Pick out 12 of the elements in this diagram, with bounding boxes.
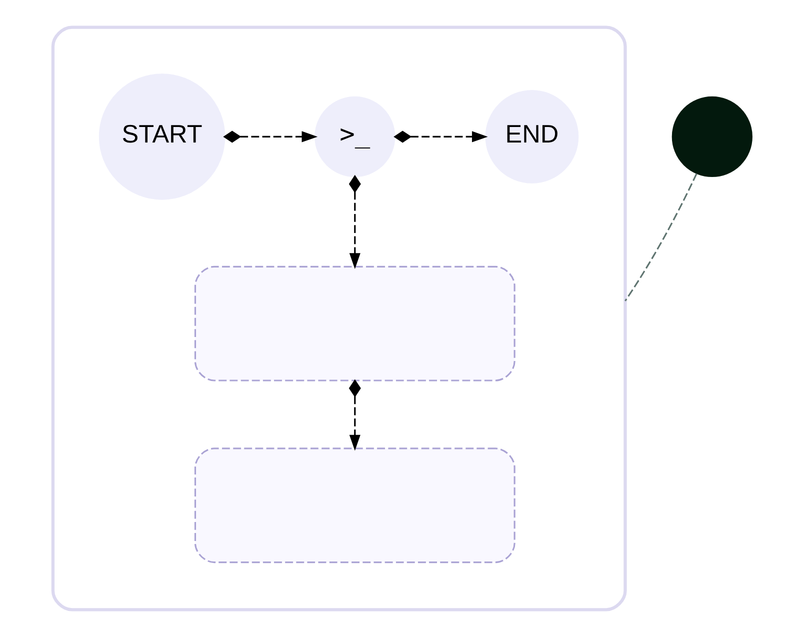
node-box xyxy=(194,266,515,382)
arrow xyxy=(393,130,488,143)
connector xyxy=(624,173,697,302)
cluster xyxy=(50,26,626,612)
arrow xyxy=(348,174,360,269)
arrow xyxy=(222,130,318,143)
arrow xyxy=(348,379,360,451)
node-box xyxy=(194,448,515,564)
node-circle: >_ xyxy=(314,96,395,178)
node-circle xyxy=(671,96,752,178)
node-circle: END xyxy=(484,90,578,184)
node-circle: START xyxy=(98,74,225,200)
